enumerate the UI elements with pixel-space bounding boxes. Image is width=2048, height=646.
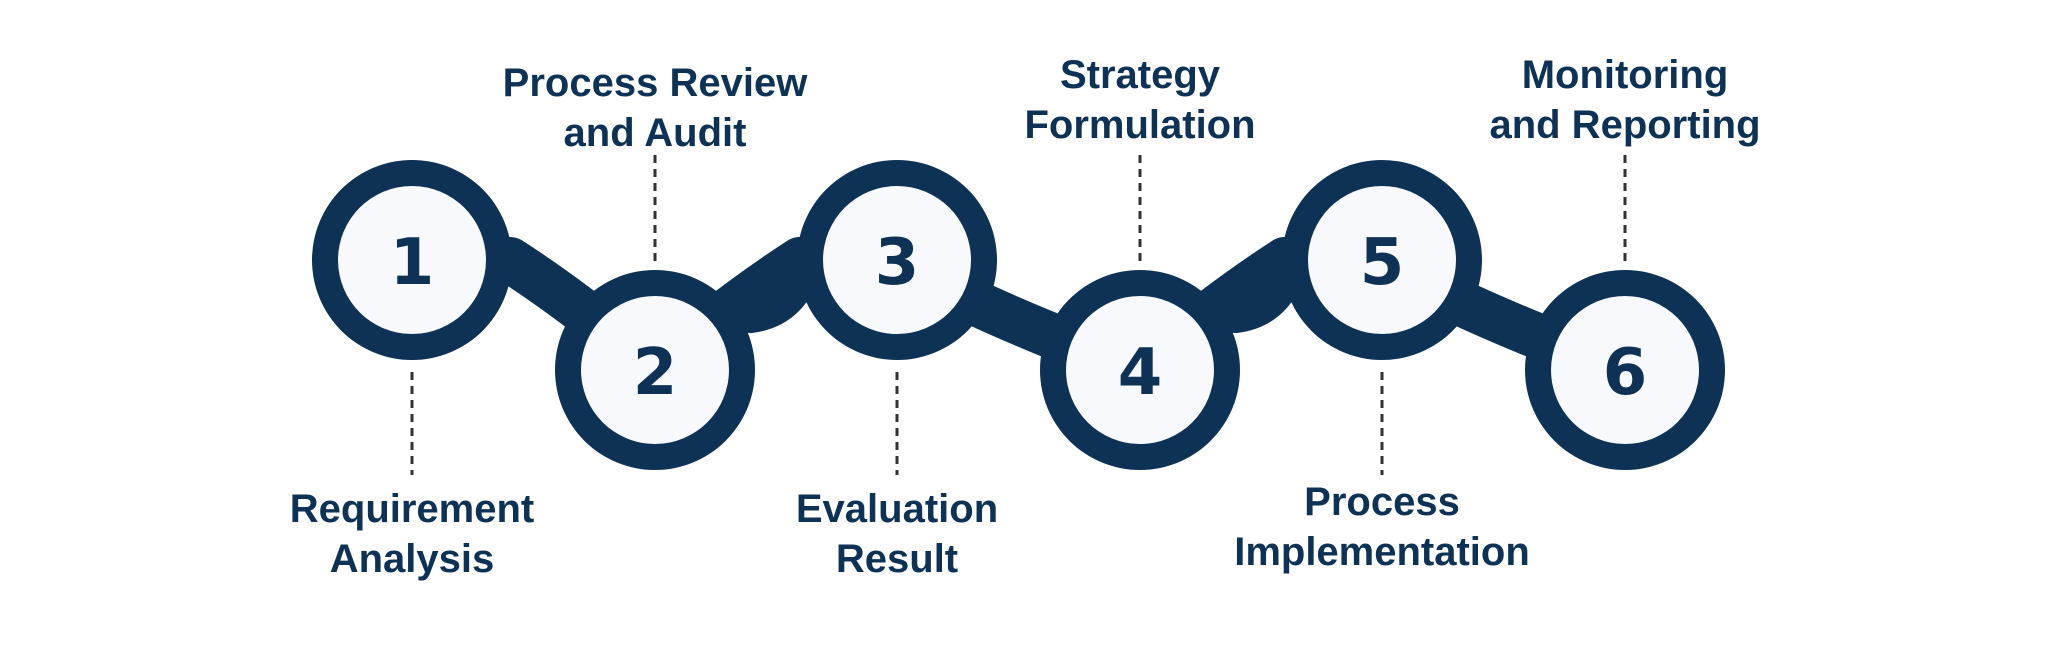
step-1: 1 xyxy=(312,160,512,360)
dashed-connectors xyxy=(410,155,1627,475)
step-5-label-line1: Process xyxy=(1304,480,1460,524)
step-6: 6 xyxy=(1525,270,1725,470)
step-2-label-line2: and Audit xyxy=(564,111,747,155)
step-4-label-line1: Strategy xyxy=(1060,53,1221,97)
step-1-label-line2: Analysis xyxy=(330,537,495,581)
step-2-inner xyxy=(581,296,729,444)
step-4-label-line2: Formulation xyxy=(1024,103,1255,147)
step-6-label-line2: and Reporting xyxy=(1489,103,1760,147)
step-5: 5 xyxy=(1282,160,1482,360)
step-4: 4 xyxy=(1040,270,1240,470)
step-1-inner xyxy=(338,186,486,334)
step-5-label-line2: Implementation xyxy=(1234,530,1530,574)
step-5-number: 5 xyxy=(1360,226,1405,300)
step-2-label-line1: Process Review xyxy=(503,61,809,105)
step-labels: Requirement Analysis Process Review and … xyxy=(290,53,1761,581)
step-6-inner xyxy=(1551,296,1699,444)
step-1-label-line1: Requirement xyxy=(290,487,535,531)
step-3-inner xyxy=(823,186,971,334)
step-3-label-line1: Evaluation xyxy=(796,487,998,531)
step-3: 3 xyxy=(797,160,997,360)
step-1-number: 1 xyxy=(390,226,435,300)
step-3-number: 3 xyxy=(875,226,920,300)
step-2-number: 2 xyxy=(633,336,678,410)
step-2: 2 xyxy=(555,270,755,470)
step-4-number: 4 xyxy=(1118,336,1163,410)
step-3-label-line2: Result xyxy=(836,537,958,581)
step-6-label-line1: Monitoring xyxy=(1522,53,1729,97)
step-6-number: 6 xyxy=(1603,336,1648,410)
step-5-inner xyxy=(1308,186,1456,334)
step-4-inner xyxy=(1066,296,1214,444)
